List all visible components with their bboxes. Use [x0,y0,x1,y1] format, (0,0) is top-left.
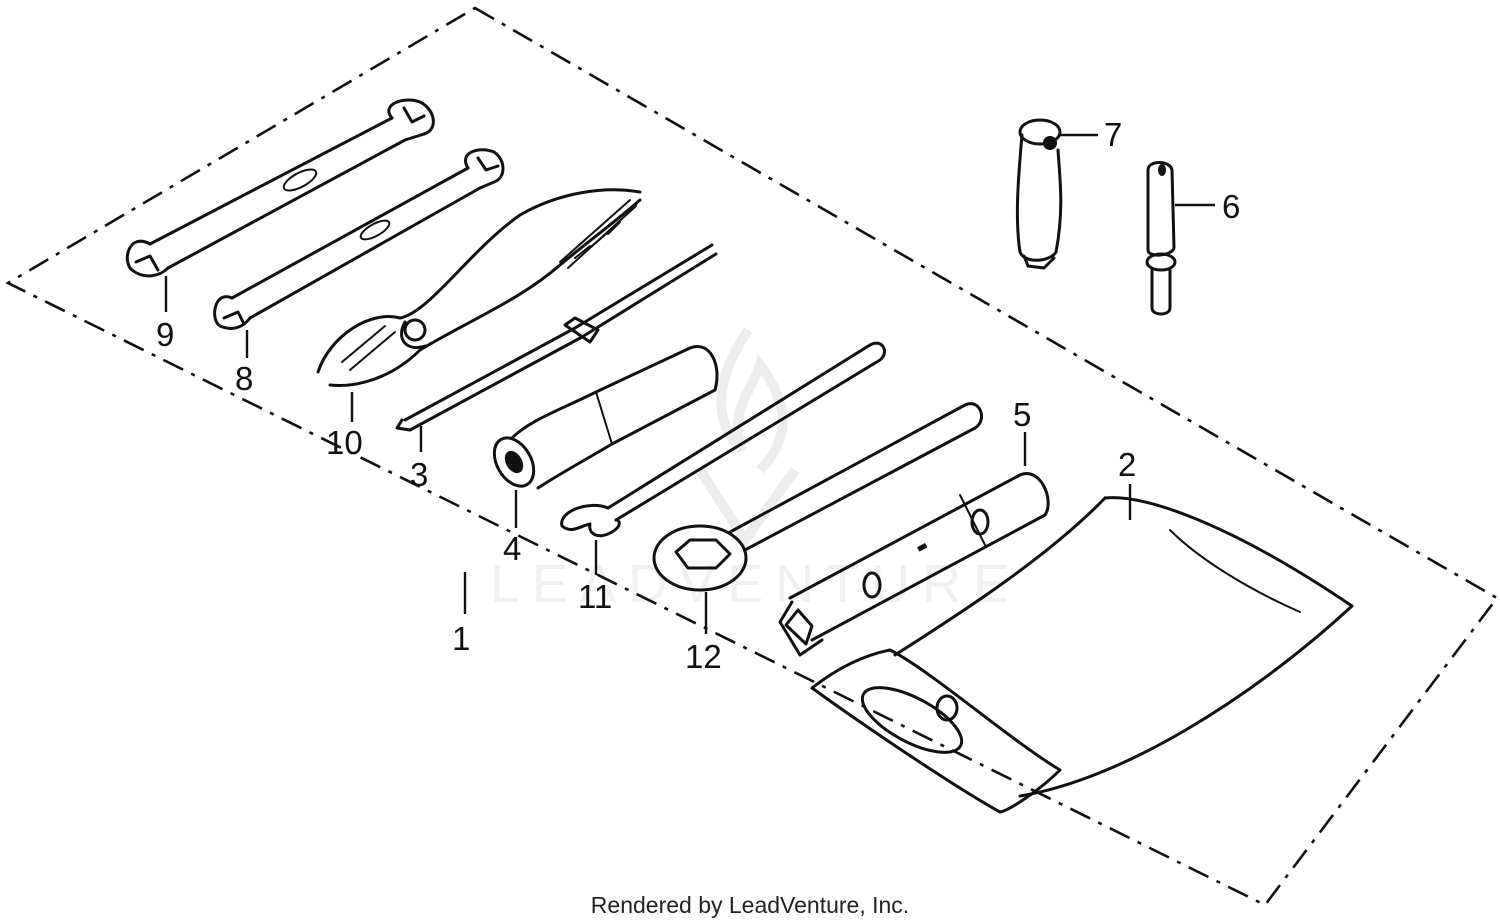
box-wrench-icon [652,402,983,592]
spanner-rod-icon [560,341,886,538]
tool-pouch-icon [810,496,1354,814]
screwdriver-icon [395,243,718,432]
callout-9: 9 [156,316,175,353]
callout-2: 2 [1118,446,1137,483]
callout-10: 10 [326,424,363,461]
callout-11: 11 [578,578,613,615]
callout-12: 12 [685,638,722,675]
socket-handle-icon [1015,118,1063,270]
callout-1: 1 [452,620,471,657]
kit-outline [5,6,1499,907]
pliers-icon [316,188,642,387]
socket-extension-icon [492,345,719,490]
wrench-large-icon [125,98,435,278]
callout-8: 8 [235,360,254,397]
plug-wrench-icon [778,472,1050,657]
pin-spanner-icon [1145,161,1177,316]
footer-credit: Rendered by LeadVenture, Inc. [590,892,910,918]
callout-7: 7 [1104,116,1123,153]
callout-3: 3 [410,456,429,493]
wrench-small-icon [213,148,505,330]
callout-5: 5 [1013,396,1032,433]
svg-text:LEADVENTURE: LEADVENTURE [490,554,1021,614]
callout-6: 6 [1222,188,1241,225]
callout-4: 4 [503,530,522,567]
